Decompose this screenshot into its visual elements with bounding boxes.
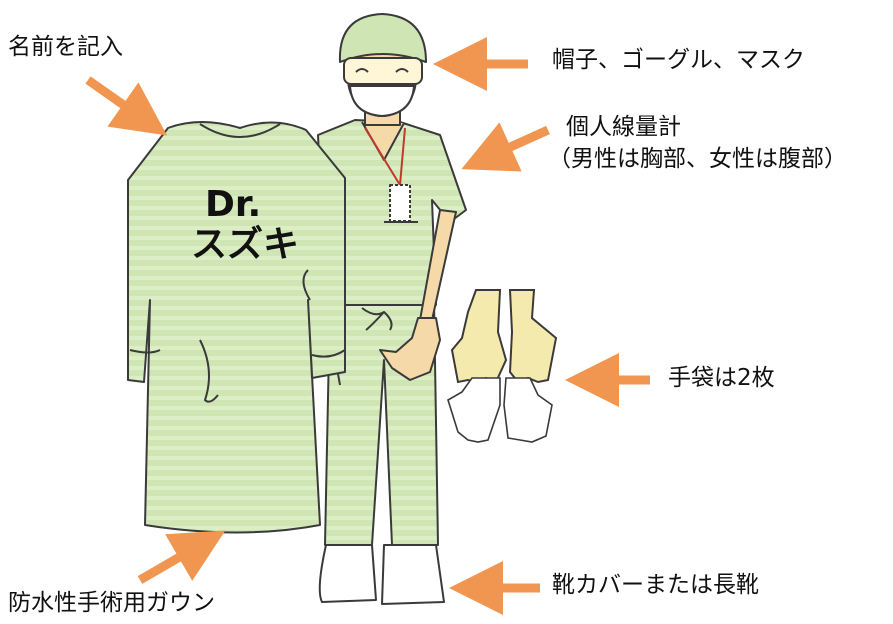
surgical-gown (127, 121, 346, 534)
label-gown: 防水性手術用ガウン (8, 590, 215, 616)
gloves-pair-white (447, 377, 553, 443)
label-dosimeter-line1: 個人線量計 (566, 114, 681, 140)
dosimeter-badge (389, 184, 411, 222)
surgical-cap (338, 13, 427, 63)
arrow-name (85, 76, 168, 136)
label-dosimeter-line2: （男性は胸部、女性は腹部） (548, 146, 847, 172)
label-boots: 靴カバーまたは長靴 (552, 572, 759, 598)
person-figure (317, 13, 467, 605)
hand (379, 317, 441, 381)
arrow-dosimeter (461, 122, 550, 172)
gown-name-line2: スズキ (191, 223, 300, 265)
label-gloves: 手袋は2枚 (668, 365, 775, 391)
label-name: 名前を記入 (8, 34, 123, 60)
gown-name-line1: Dr. (205, 184, 262, 225)
arrow-gown (137, 530, 226, 584)
boot-cover-left (318, 544, 377, 603)
goggles (343, 57, 423, 85)
boot-cover-right (381, 544, 445, 605)
mask (349, 85, 415, 117)
gown-name-label: Dr. スズキ (191, 184, 299, 264)
label-headgear: 帽子、ゴーグル、マスク (552, 47, 805, 73)
gloves-pair-yellow (450, 289, 558, 384)
